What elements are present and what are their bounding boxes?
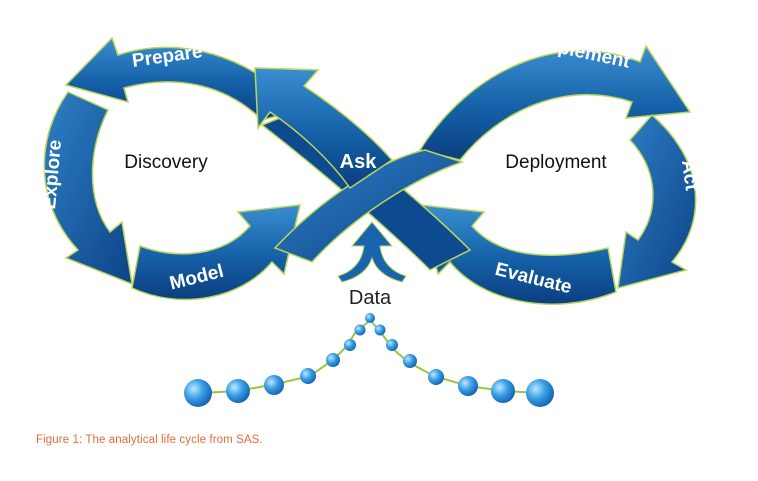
model-arrow bbox=[131, 204, 301, 301]
ask-label: Ask bbox=[340, 151, 378, 173]
center-crossing bbox=[254, 67, 472, 271]
bead bbox=[386, 339, 398, 351]
ask-arrowhead bbox=[254, 67, 394, 190]
bead bbox=[374, 324, 386, 336]
bead bbox=[326, 353, 340, 367]
act-label: Act bbox=[677, 159, 702, 193]
bead bbox=[300, 368, 316, 384]
act-arrow bbox=[617, 113, 697, 290]
prepare-arrow bbox=[64, 36, 302, 121]
bead bbox=[226, 379, 250, 403]
bead bbox=[403, 354, 417, 368]
bead-chain-right-line bbox=[371, 321, 541, 394]
right-loop bbox=[418, 44, 697, 305]
bead bbox=[264, 375, 284, 395]
bead bbox=[184, 379, 212, 407]
figure-caption: Figure 1: The analytical life cycle from… bbox=[36, 434, 263, 446]
deployment-label: Deployment bbox=[505, 152, 607, 173]
bead bbox=[458, 376, 478, 396]
bead bbox=[526, 379, 554, 407]
discovery-label: Discovery bbox=[124, 152, 208, 173]
bead bbox=[354, 324, 366, 336]
implement-arrow bbox=[418, 44, 692, 161]
left-loop bbox=[43, 36, 302, 301]
data-label: Data bbox=[349, 287, 392, 309]
bead-chain bbox=[184, 313, 554, 407]
ask-ribbon bbox=[273, 149, 465, 263]
bead bbox=[428, 369, 444, 385]
bead bbox=[491, 379, 515, 403]
bead bbox=[365, 313, 375, 323]
data-arrow bbox=[337, 221, 407, 283]
bead-chain-left-line bbox=[199, 321, 369, 394]
explore-arrow bbox=[43, 91, 133, 286]
bead bbox=[344, 339, 356, 351]
